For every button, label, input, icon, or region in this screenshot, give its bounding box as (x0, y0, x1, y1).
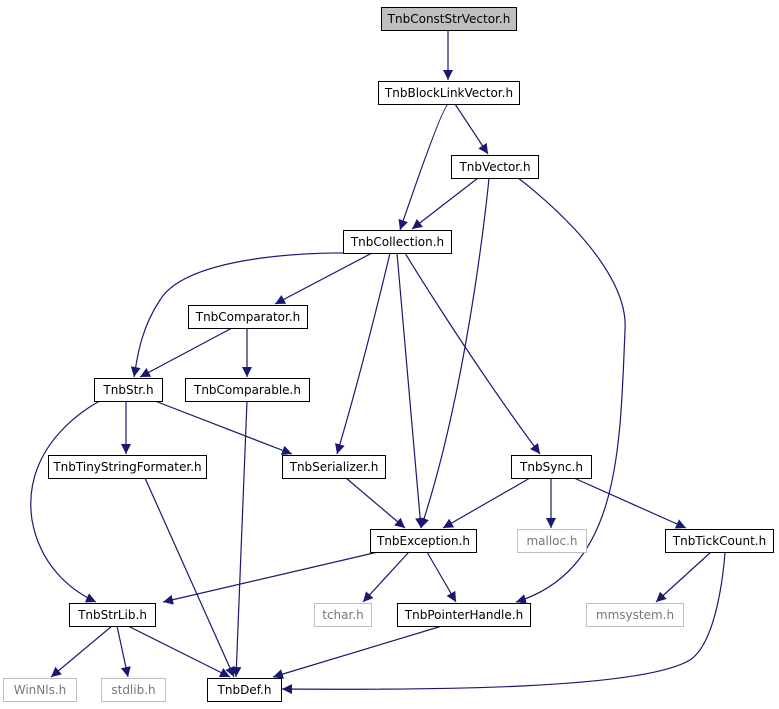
node-box (185, 378, 310, 402)
node-label: TnbPointerHandle.h (404, 608, 523, 622)
node-box (94, 378, 163, 402)
node-tnbblocklinkvector[interactable]: TnbBlockLinkVector.h (378, 81, 520, 105)
node-label: malloc.h (526, 534, 577, 548)
edge-tnbvector-to-tnbexception (419, 177, 490, 529)
node-stdlib: stdlib.h (101, 678, 166, 702)
edge-tnbstr-to-tnbstrlib (30, 400, 101, 603)
node-box (48, 455, 207, 479)
node-box (314, 603, 372, 627)
edge-tnbsync-to-tnbtickcount (573, 477, 687, 529)
edge-tnbcomparator-to-tnbstr (139, 327, 233, 378)
node-box (511, 455, 592, 479)
node-label: TnbConstStrVector.h (387, 12, 511, 26)
node-box (397, 603, 531, 627)
node-label: TnbSync.h (519, 460, 583, 474)
edge-tnbcollection-to-tnbexception (396, 252, 426, 529)
node-box (378, 81, 520, 105)
node-winnls: WinNls.h (3, 678, 77, 702)
node-tnbstr[interactable]: TnbStr.h (94, 378, 163, 402)
node-label: TnbException.h (376, 534, 470, 548)
node-label: TnbSerializer.h (289, 460, 379, 474)
node-label: TnbDef.h (217, 683, 272, 697)
node-tnbcomparable[interactable]: TnbComparable.h (185, 378, 310, 402)
edge-tnbexception-to-tchar (362, 551, 410, 603)
node-box (207, 678, 282, 702)
node-label: TnbCollection.h (350, 235, 444, 249)
node-box (586, 603, 684, 627)
node-box (282, 455, 386, 479)
edge-tnbserializer-to-tnbexception (345, 477, 406, 529)
node-tnbvector[interactable]: TnbVector.h (451, 155, 539, 179)
node-box (370, 529, 477, 553)
node-mmsystem: mmsystem.h (586, 603, 684, 627)
node-label: stdlib.h (111, 683, 155, 697)
edge-tnbblocklinkvector-to-tnbvector (454, 103, 489, 155)
node-tnbdef[interactable]: TnbDef.h (207, 678, 282, 702)
edge-tnbtickcount-to-tnbdef (281, 551, 726, 695)
edge-tnbvector-to-tnbpointerhandle (515, 177, 626, 604)
edge-tnbcollection-to-tnbserializer (335, 252, 391, 455)
edge-tnbpointerhandle-to-tnbdef (272, 625, 443, 679)
edge-tnbcomparable-to-tnbdef (231, 400, 248, 678)
node-box (3, 678, 77, 702)
node-label: TnbStr.h (102, 383, 153, 397)
node-tnbtinystringformater[interactable]: TnbTinyStringFormater.h (48, 455, 207, 479)
edge-tnbsync-to-tnbexception (442, 477, 531, 529)
edge-tnbblocklinkvector-to-tnbcollection (398, 103, 449, 231)
edge-tnbvector-to-tnbcollection (411, 177, 479, 230)
node-tnbexception[interactable]: TnbException.h (370, 529, 477, 553)
node-tnbstrlib[interactable]: TnbStrLib.h (69, 603, 156, 627)
edge-tnbstr-to-tnbserializer (154, 400, 293, 456)
nodes-layer: TnbConstStrVector.hTnbBlockLinkVector.hT… (3, 7, 774, 702)
node-tnbcomparator[interactable]: TnbComparator.h (188, 305, 308, 329)
node-tnbconststrvector[interactable]: TnbConstStrVector.h (381, 7, 517, 31)
edge-tnbtickcount-to-mmsystem (655, 551, 712, 603)
node-label: TnbBlockLinkVector.h (384, 86, 513, 100)
node-label: TnbComparator.h (195, 310, 301, 324)
edge-tnbstrlib-to-winnls (50, 625, 113, 678)
node-box (69, 603, 156, 627)
node-box (343, 230, 452, 254)
node-box (451, 155, 539, 179)
node-label: tchar.h (322, 608, 364, 622)
node-box (381, 7, 517, 31)
node-label: TnbStrLib.h (77, 608, 147, 622)
node-label: TnbComparable.h (193, 383, 301, 397)
node-tnbcollection[interactable]: TnbCollection.h (343, 230, 452, 254)
edge-tnbcollection-to-tnbstr (130, 252, 346, 378)
edge-tnbcollection-to-tnbsync (404, 252, 541, 455)
edge-tnbstrlib-to-stdlib (116, 625, 131, 678)
node-label: WinNls.h (14, 683, 67, 697)
edge-tnbexception-to-tnbstrlib (162, 551, 379, 605)
node-box (517, 529, 587, 553)
node-label: TnbTickCount.h (672, 534, 766, 548)
node-box (665, 529, 774, 553)
node-tchar: tchar.h (314, 603, 372, 627)
node-tnbtickcount[interactable]: TnbTickCount.h (665, 529, 774, 553)
node-label: TnbVector.h (458, 160, 530, 174)
node-tnbpointerhandle[interactable]: TnbPointerHandle.h (397, 603, 531, 627)
node-tnbsync[interactable]: TnbSync.h (511, 455, 592, 479)
edge-tnbstrlib-to-tnbdef (127, 625, 231, 678)
edges-layer (30, 30, 726, 695)
node-box (101, 678, 166, 702)
node-malloc: malloc.h (517, 529, 587, 553)
node-label: mmsystem.h (596, 608, 674, 622)
edge-tnbexception-to-tnbpointerhandle (426, 551, 457, 603)
node-box (188, 305, 308, 329)
node-label: TnbTinyStringFormater.h (52, 460, 201, 474)
edge-tnbtinystringformater-to-tnbdef (144, 477, 235, 678)
edge-tnbcollection-to-tnbcomparator (274, 252, 373, 305)
node-tnbserializer[interactable]: TnbSerializer.h (282, 455, 386, 479)
